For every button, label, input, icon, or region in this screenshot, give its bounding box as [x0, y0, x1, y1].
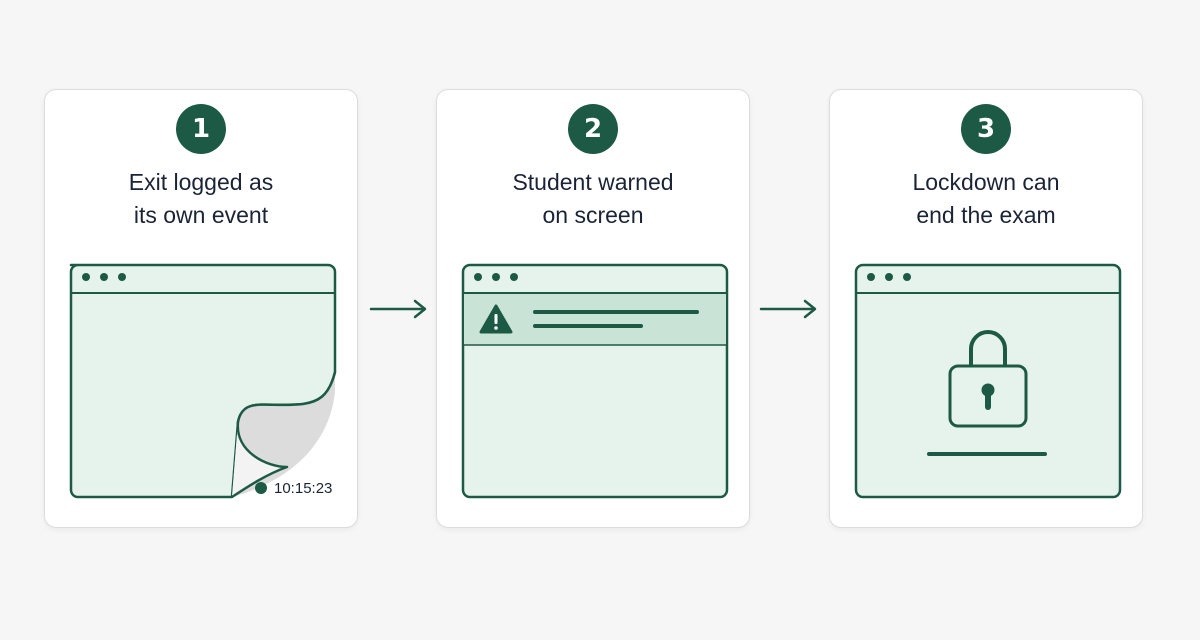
step-number-badge: 2	[568, 104, 618, 154]
step-title: Exit logged as its own event	[55, 166, 347, 232]
arrow-right-icon	[369, 299, 427, 319]
browser-window-illustration	[461, 263, 729, 499]
event-marker-dot	[255, 482, 267, 494]
step-title-line: end the exam	[916, 202, 1056, 228]
step-title-line: Lockdown can	[912, 169, 1060, 195]
step-title: Student warned on screen	[447, 166, 739, 232]
warning-banner	[464, 294, 726, 346]
window-dots-icon	[82, 273, 126, 281]
step-title-line: its own event	[133, 202, 269, 228]
step-title-line: Exit logged as	[128, 169, 274, 195]
step-number-badge: 1	[176, 104, 226, 154]
step-title: Lockdown can end the exam	[840, 166, 1132, 232]
browser-window-illustration	[854, 263, 1122, 499]
padlock-icon	[948, 330, 1028, 428]
arrow-right-icon	[759, 299, 817, 319]
step-card-3: 3 Lockdown can end the exam	[829, 89, 1143, 528]
window-dots-icon	[474, 273, 518, 281]
step-card-2: 2 Student warned on screen	[436, 89, 750, 528]
exit-timestamp: 10:15:23	[274, 480, 332, 497]
step-title-line: on screen	[542, 202, 644, 228]
window-dots-icon	[867, 273, 911, 281]
step-card-1: 1 Exit logged as its own event 10:15:23	[44, 89, 358, 528]
step-title-line: Student warned	[512, 169, 674, 195]
browser-window-illustration: 10:15:23	[69, 263, 337, 499]
step-number-badge: 3	[961, 104, 1011, 154]
warning-icon	[479, 304, 513, 334]
page-curl-icon	[231, 370, 337, 499]
